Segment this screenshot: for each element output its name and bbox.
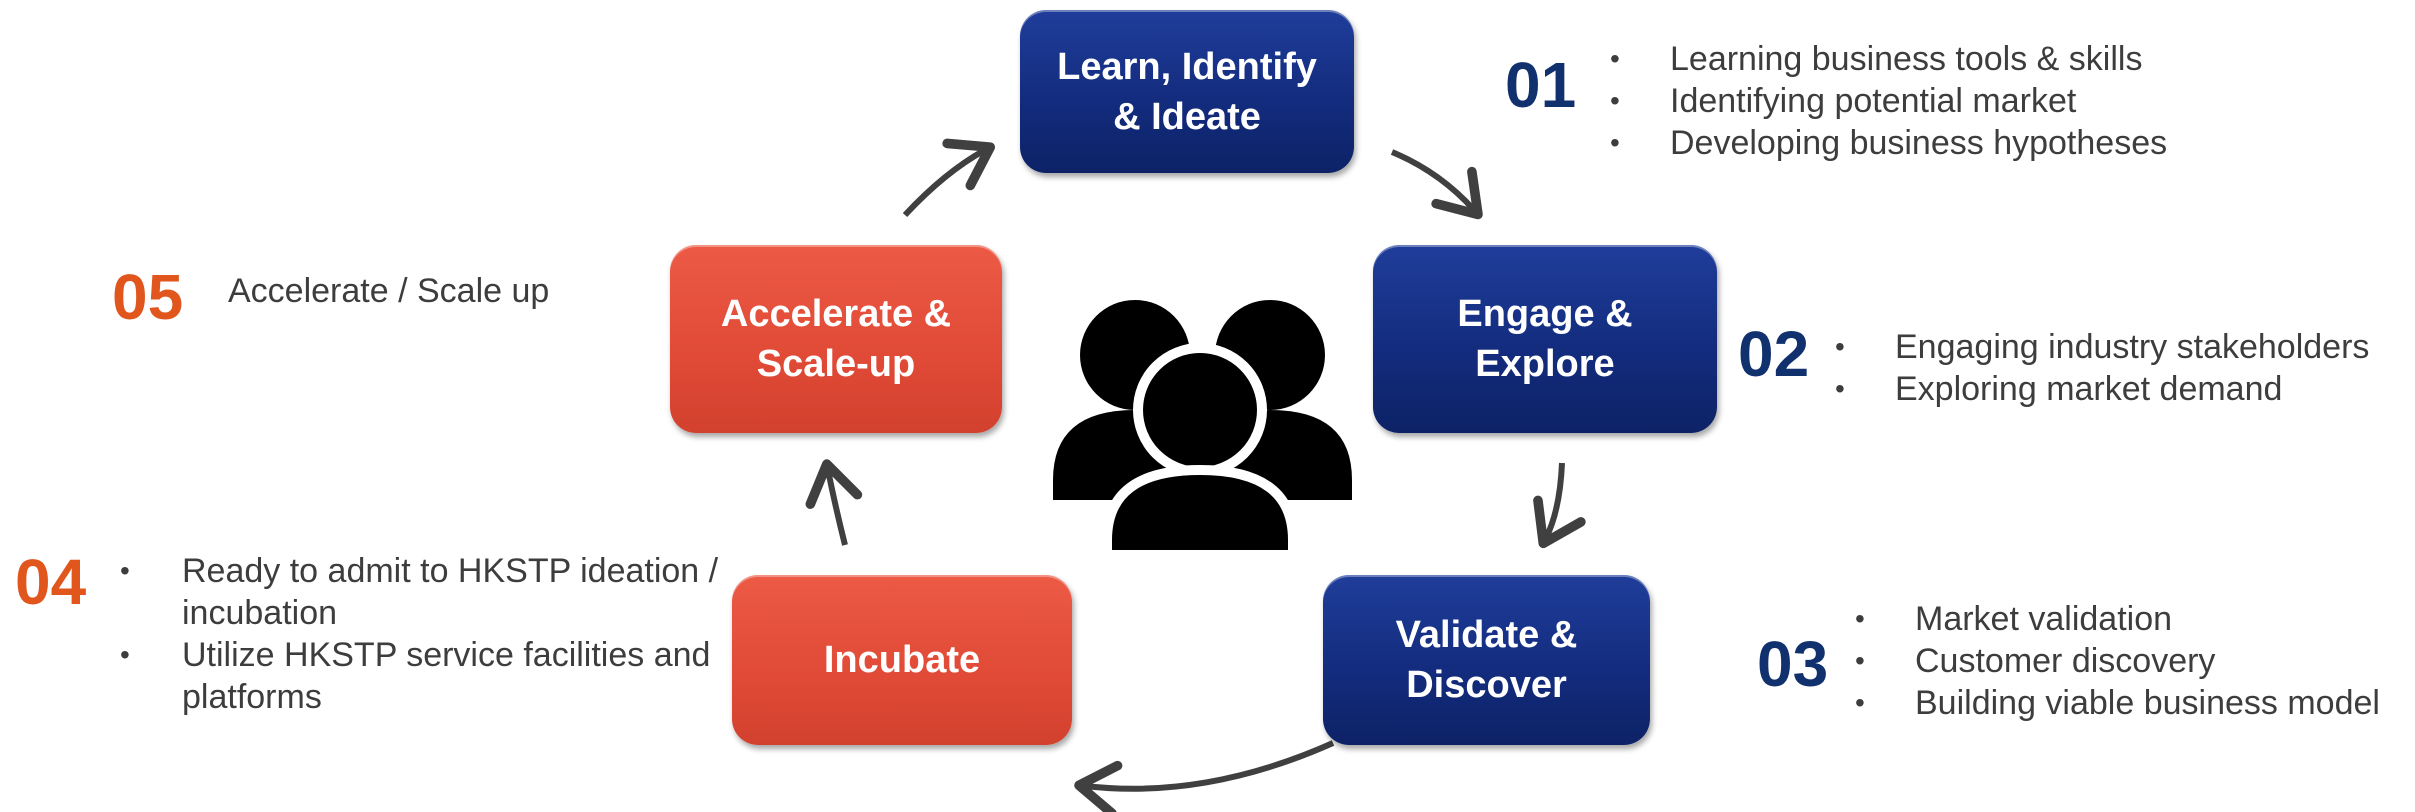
detail-03-number: 03 — [1757, 628, 1829, 700]
detail-02-number: 02 — [1738, 318, 1810, 390]
list-item: •Customer discovery — [1855, 642, 2216, 680]
list-item: •Learning business tools & skills — [1610, 40, 2143, 78]
stage-accelerate-line2: Scale-up — [756, 343, 916, 385]
stage-learn-line1: Learn, Identify — [1057, 45, 1317, 88]
list-item: •Ready to admit to HKSTP ideation / incu… — [120, 552, 719, 632]
arrow-validate-to-incubate — [1074, 740, 1335, 812]
stage-engage-explore: Engage & Explore — [1373, 245, 1717, 433]
detail-05-text: Accelerate / Scale up — [228, 272, 550, 310]
arrow-accelerate-to-learn — [902, 138, 996, 218]
list-item: •Building viable business model — [1855, 684, 2380, 722]
list-item: •Exploring market demand — [1835, 370, 2283, 408]
stage-validate-line2: Discover — [1406, 664, 1567, 706]
list-item: •Developing business hypotheses — [1610, 124, 2168, 162]
arrow-learn-to-engage — [1390, 149, 1483, 220]
detail-05-number: 05 — [112, 261, 184, 333]
stage-engage-line1: Engage & — [1457, 293, 1633, 335]
stage-validate-line1: Validate & — [1395, 614, 1578, 656]
stage-learn-line2: & Ideate — [1113, 95, 1261, 138]
arrow-incubate-to-accelerate — [805, 459, 863, 546]
list-item: •Engaging industry stakeholders — [1835, 328, 2370, 366]
detail-03-list: •Market validation •Customer discovery •… — [1855, 598, 2380, 724]
detail-01-list: •Learning business tools & skills •Ident… — [1610, 38, 2167, 164]
stage-incubate-line1: Incubate — [823, 639, 981, 681]
arrow-engage-to-validate — [1533, 462, 1586, 549]
list-item: •Identifying potential market — [1610, 82, 2077, 120]
list-item: •Market validation — [1855, 600, 2173, 638]
stage-validate-discover: Validate & Discover — [1323, 575, 1650, 745]
detail-01-number: 01 — [1505, 49, 1577, 121]
stage-engage-line2: Explore — [1475, 343, 1615, 385]
detail-02-list: •Engaging industry stakeholders •Explori… — [1835, 326, 2369, 410]
stage-learn-identify-ideate: Learn, Identify & Ideate — [1020, 10, 1354, 173]
stage-incubate: Incubate — [732, 575, 1072, 745]
detail-04-number: 04 — [15, 546, 87, 618]
list-item: •Utilize HKSTP service facilities and pl… — [120, 636, 711, 716]
stage-accelerate-scale-up: Accelerate & Scale-up — [670, 245, 1002, 433]
group-people-icon — [1053, 300, 1352, 560]
stage-accelerate-line1: Accelerate & — [720, 293, 952, 335]
detail-04-list: •Ready to admit to HKSTP ideation / incu… — [120, 550, 720, 718]
